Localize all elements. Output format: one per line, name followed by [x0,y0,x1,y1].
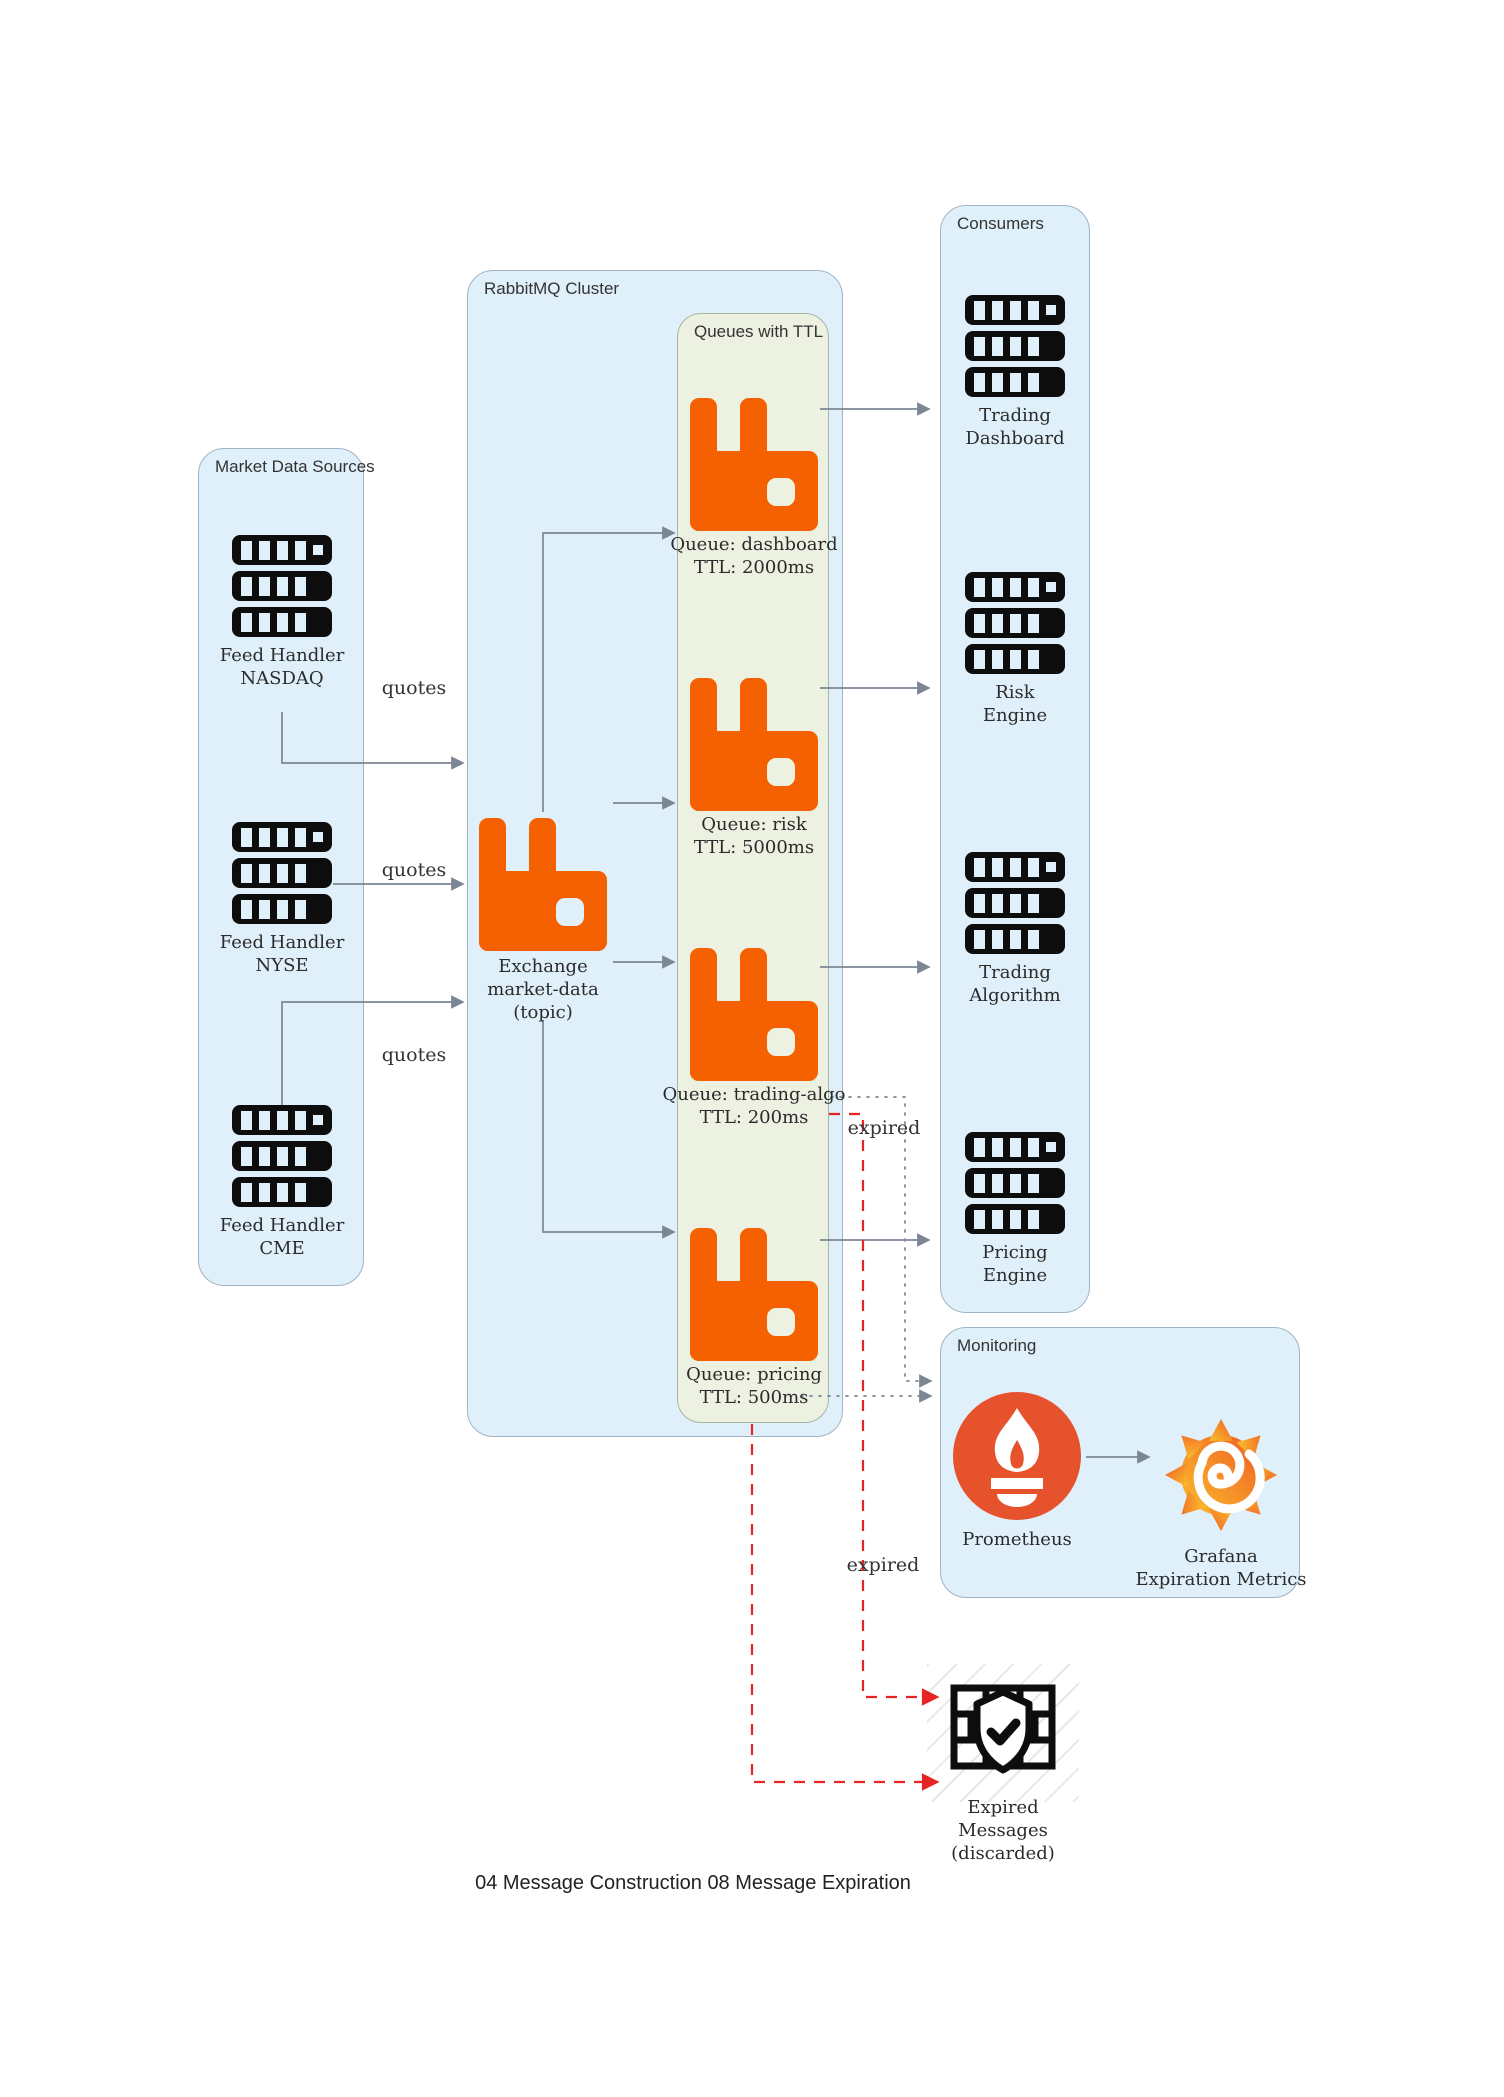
node-label: Expired Messages (discarded) [951,1797,1055,1864]
edge-label-quotes-cme: quotes [381,1044,447,1066]
rabbitmq-icon [690,678,818,811]
container-title: Monitoring [957,1336,1037,1355]
edge-queue-trading-algo-expired-red [829,1112,940,1706]
server-icon [232,822,332,924]
server-icon [232,1105,332,1207]
container-title: Queues with TTL [694,322,824,341]
server-icon [965,572,1065,674]
server-icon [965,295,1065,397]
node-prometheus: Prometheus [940,1390,1094,1551]
grafana-icon [1165,1419,1277,1531]
edge-queue-pricing-expired-red [750,1424,940,1791]
server-icon [232,535,332,637]
node-label: Prometheus [962,1529,1072,1550]
edge-label-quotes-nasdaq: quotes [381,677,447,699]
rabbitmq-icon [690,398,818,531]
edge-label-expired-pricing: expired [846,1554,920,1576]
container-title: RabbitMQ Cluster [484,279,620,298]
diagram-caption: 04 Message Construction 08 Message Expir… [475,1872,911,1894]
rabbitmq-icon [690,1228,818,1361]
edge-queue-trading-algo-monitoring-dotted [830,1096,933,1388]
prometheus-icon [953,1392,1081,1520]
rabbitmq-icon [479,818,607,951]
server-icon [965,852,1065,954]
node-expired-messages: Expired Messages (discarded) [927,1664,1079,1865]
edge-label-quotes-nyse: quotes [381,859,447,881]
rabbitmq-icon [690,948,818,1081]
container-title: Market Data Sources [215,457,375,476]
server-icon [965,1132,1065,1234]
firewall-shield-icon [950,1684,1056,1774]
container-title: Consumers [957,214,1044,233]
edge-label-expired-trading-algo: expired [847,1117,921,1139]
